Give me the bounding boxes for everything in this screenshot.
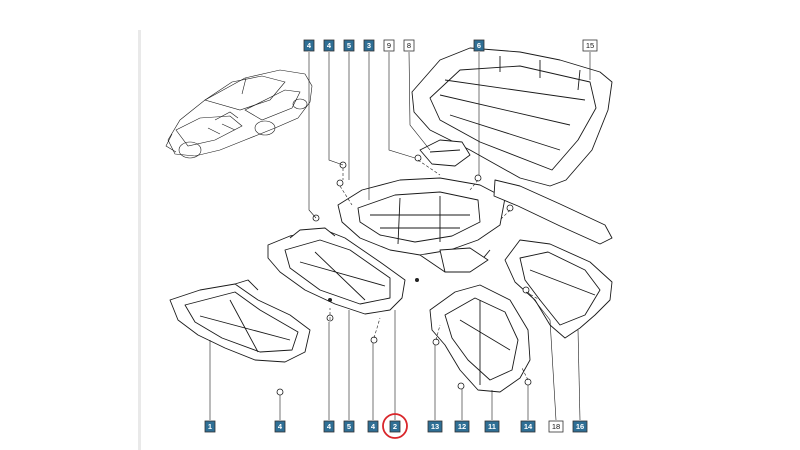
svg-text:4: 4 [371, 422, 376, 431]
svg-text:5: 5 [347, 41, 351, 50]
callout-14: 14 [520, 420, 536, 433]
callout-3: 3 [363, 39, 375, 52]
svg-text:4: 4 [307, 41, 312, 50]
part-2-engine-shield [267, 227, 406, 315]
svg-text:12: 12 [458, 422, 466, 431]
callout-1: 1 [204, 420, 216, 433]
callout-9: 9 [383, 39, 395, 52]
callout-12: 12 [454, 420, 470, 433]
leader-lines [209, 51, 591, 421]
svg-text:16: 16 [576, 422, 584, 431]
callout-8: 8 [403, 39, 415, 52]
part-15-rear-underbody-plate [411, 47, 613, 187]
svg-text:15: 15 [586, 41, 594, 50]
svg-text:18: 18 [552, 422, 560, 431]
callout-4: 4 [274, 420, 286, 433]
svg-text:4: 4 [327, 41, 332, 50]
part-3-central-underbody-shield [337, 177, 506, 273]
callout-18: 18 [548, 420, 564, 433]
svg-text:2: 2 [393, 422, 397, 431]
highlight-circle [382, 413, 408, 439]
callout-2: 2 [389, 420, 401, 433]
callout-4: 4 [323, 420, 335, 433]
callout-11: 11 [484, 420, 500, 433]
callout-6: 6 [473, 39, 485, 52]
svg-text:13: 13 [431, 422, 439, 431]
callout-13: 13 [427, 420, 443, 433]
car-sketch [165, 69, 313, 159]
callout-16: 16 [572, 420, 588, 433]
callout-5: 5 [343, 420, 355, 433]
assembly-lines [329, 159, 541, 381]
callout-4: 4 [303, 39, 315, 52]
part-16-side-rail [504, 239, 613, 339]
svg-text:6: 6 [477, 41, 481, 50]
viewer-left-edge [138, 30, 141, 450]
svg-text:5: 5 [347, 422, 351, 431]
part-6-rail [493, 179, 613, 245]
svg-text:3: 3 [367, 41, 371, 50]
svg-text:11: 11 [488, 422, 496, 431]
part-9-bracket [419, 139, 471, 167]
svg-text:1: 1 [208, 422, 212, 431]
callout-4: 4 [323, 39, 335, 52]
svg-text:4: 4 [278, 422, 283, 431]
svg-text:4: 4 [327, 422, 332, 431]
callout-4: 4 [367, 420, 379, 433]
part-1-front-left-shield [169, 279, 311, 363]
callout-15: 15 [582, 39, 598, 52]
svg-text:9: 9 [387, 41, 391, 50]
svg-text:8: 8 [407, 41, 411, 50]
callout-5: 5 [343, 39, 355, 52]
part-11-side-shield [429, 284, 531, 393]
svg-text:14: 14 [524, 422, 533, 431]
